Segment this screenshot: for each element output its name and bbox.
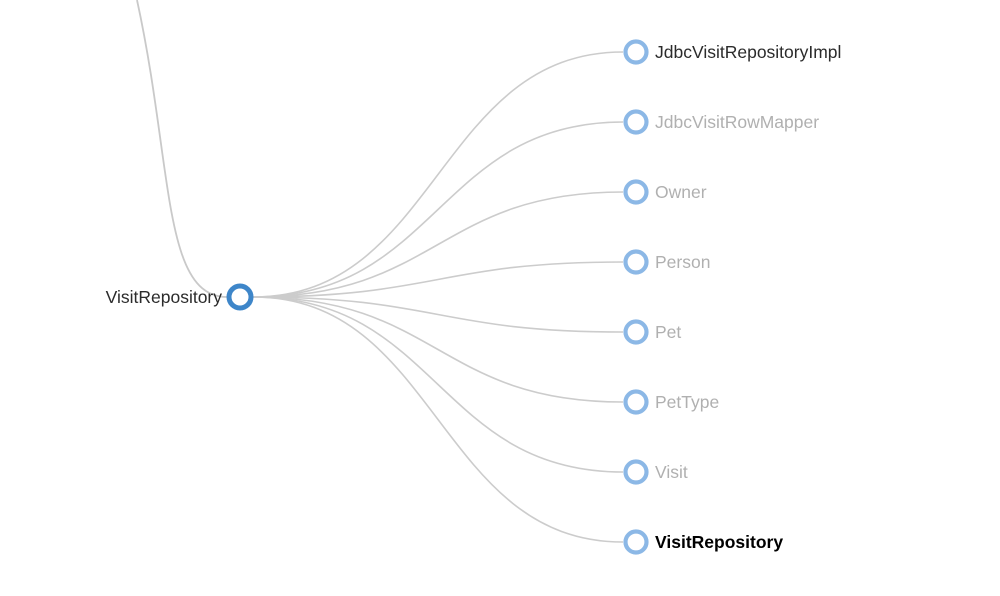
tree-link-jdbcvisitrepositoryimpl — [252, 51, 624, 298]
node-circle-visit-6[interactable] — [623, 459, 649, 485]
tree-link-jdbcvisitrowmapper — [252, 121, 624, 298]
node-label-person-3[interactable]: Person — [655, 252, 710, 272]
node-label-jdbcvisitrepositoryimpl-0[interactable]: JdbcVisitRepositoryImpl — [655, 42, 841, 62]
tree-link-incoming — [136, 0, 228, 298]
root-node-label[interactable]: VisitRepository — [106, 287, 223, 307]
node-label-visitrepository-7[interactable]: VisitRepository — [655, 532, 783, 552]
tree-link-visit — [252, 296, 624, 473]
node-circle-pettype-5[interactable] — [623, 389, 649, 415]
node-label-owner-2[interactable]: Owner — [655, 182, 707, 202]
node-circle-visitrepository-7[interactable] — [623, 529, 649, 555]
node-label-jdbcvisitrowmapper-1[interactable]: JdbcVisitRowMapper — [655, 112, 819, 132]
tree-link-owner — [252, 191, 624, 298]
tree-link-person — [252, 261, 624, 298]
tree-link-pettype — [252, 296, 624, 403]
node-label-visit-6[interactable]: Visit — [655, 462, 688, 482]
tree-link-visitrepository — [252, 296, 624, 543]
node-circle-jdbcvisitrepositoryimpl-0[interactable] — [623, 39, 649, 65]
node-circle-person-3[interactable] — [623, 249, 649, 275]
node-circle-owner-2[interactable] — [623, 179, 649, 205]
root-node-circle[interactable] — [226, 283, 254, 311]
node-label-pet-4[interactable]: Pet — [655, 322, 681, 342]
node-label-pettype-5[interactable]: PetType — [655, 392, 719, 412]
node-circle-pet-4[interactable] — [623, 319, 649, 345]
tree-link-pet — [252, 296, 624, 333]
node-circle-jdbcvisitrowmapper-1[interactable] — [623, 109, 649, 135]
